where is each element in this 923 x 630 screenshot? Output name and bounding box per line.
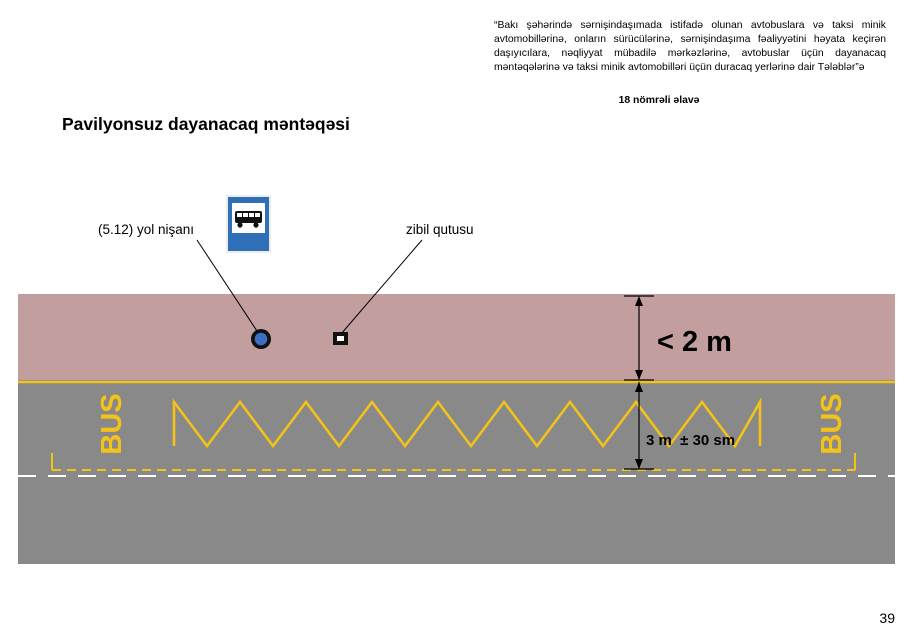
- bus-marking-left: BUS: [96, 393, 128, 454]
- bus-marking-right: BUS: [816, 393, 848, 454]
- sign-leader-line: [196, 239, 260, 335]
- page-title: Pavilyonsuz dayanacaq məntəqəsi: [62, 114, 350, 134]
- trash-bin-label: zibil qutusu: [406, 222, 474, 237]
- trash-bin-icon: [333, 332, 348, 345]
- arrowhead: [635, 296, 643, 306]
- zigzag-marking: [172, 397, 762, 449]
- page-number: 39: [879, 610, 895, 626]
- regulation-header: “Bakı şəhərində sərnişindaşımada istifad…: [494, 20, 886, 73]
- sign-pole-icon: [251, 329, 271, 349]
- arrowhead: [635, 382, 643, 392]
- arrowhead: [635, 370, 643, 380]
- sidewalk-width-label: < 2 m: [657, 326, 732, 358]
- bus-bay-outline: [51, 453, 856, 471]
- road: [18, 380, 895, 564]
- sidewalk: [18, 294, 895, 380]
- road-sign-label: (5.12) yol nişanı: [98, 222, 195, 237]
- bus-lane-width-label: 3 m ± 30 sm: [646, 432, 735, 449]
- arrowhead: [635, 459, 643, 469]
- bus-stop-sign-icon: [226, 195, 271, 253]
- appendix-label: 18 nömrəli əlavə: [618, 95, 700, 106]
- bin-leader-line: [340, 239, 423, 335]
